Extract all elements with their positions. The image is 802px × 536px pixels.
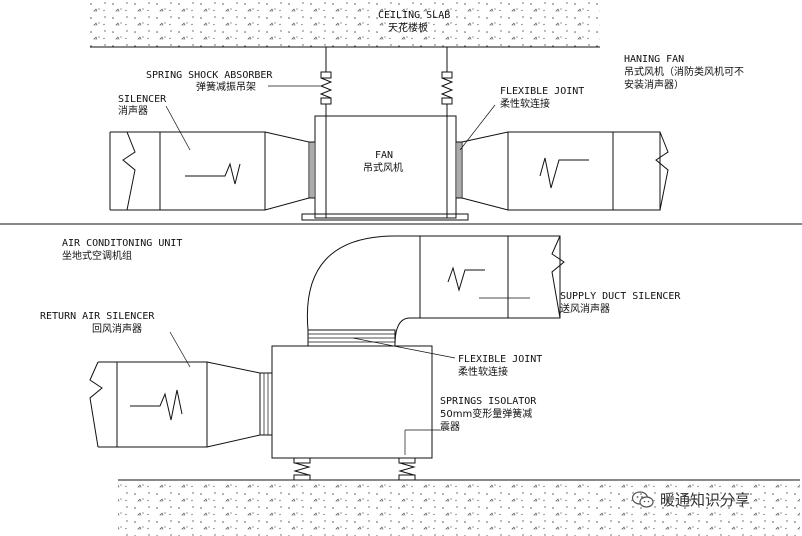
haning-fan-label-en: HANING FAN (624, 54, 685, 65)
ceiling-slab (90, 0, 600, 48)
silencer-top-left (109, 131, 310, 211)
springs-isolator-left (293, 457, 311, 481)
flexible-joint-top-left (308, 141, 316, 199)
silencer-top-right (461, 131, 669, 211)
flexible-joint-top-right (455, 141, 463, 199)
spring-shock-absorber-label-en: SPRING SHOCK ABSORBER (146, 70, 273, 81)
fan-label-cn: 吊式风机 (363, 163, 403, 174)
spring-shock-absorber-label-cn: 弹簧减振吊架 (196, 82, 256, 93)
floor-slab (118, 479, 800, 536)
spring-shock-absorber-right (440, 47, 454, 218)
springs-isolator-label-en: SPRINGS ISOLATOR (440, 396, 537, 407)
fan-label-en: FAN (375, 150, 394, 161)
flexible-joint-top-label-cn: 柔性软连接 (500, 99, 550, 110)
watermark-text: 暖通知识分享 (660, 491, 751, 509)
return-air-silencer (89, 361, 261, 448)
ahu-label-cn: 坐地式空调机组 (62, 251, 132, 262)
return-silencer-label-en: RETURN AIR SILENCER (40, 311, 155, 322)
haning-fan-label-cn2: 安装消声器） (624, 80, 684, 91)
flexible-joint-top-label-en: FLEXIBLE JOINT (500, 86, 585, 97)
wechat-icon (632, 490, 654, 508)
supply-silencer-label-en: SUPPLY DUCT SILENCER (560, 291, 681, 302)
leader-lines (165, 85, 530, 455)
springs-isolator-right (398, 457, 416, 481)
ahu-label-en: AIR CONDITONING UNIT (62, 238, 183, 249)
springs-isolator-label-cn2: 震器 (440, 422, 460, 433)
ceiling-slab-label-cn: 天花楼板 (388, 23, 428, 34)
springs-isolator-label-cn1: 50mm变形量弹簧减 (440, 409, 533, 420)
supply-silencer-label-cn: 送风消声器 (560, 304, 610, 315)
watermark: 暖通知识分享 (632, 489, 750, 510)
ceiling-slab-label-en: CEILING SLAB (378, 10, 451, 21)
supply-duct-silencer (306, 235, 565, 346)
silencer-label-en: SILENCER (118, 94, 167, 105)
flexible-joint-return (259, 372, 273, 436)
flexible-joint-bottom-label-en: FLEXIBLE JOINT (458, 354, 543, 365)
silencer-label-cn: 消声器 (118, 106, 148, 117)
return-silencer-label-cn: 回风消声器 (92, 324, 142, 335)
spring-shock-absorber-left (319, 47, 333, 218)
haning-fan-label-cn1: 吊式风机（消防类风机可不 (624, 67, 744, 78)
flexible-joint-bottom-label-cn: 柔性软连接 (458, 367, 508, 378)
air-conditioning-unit (271, 345, 433, 459)
